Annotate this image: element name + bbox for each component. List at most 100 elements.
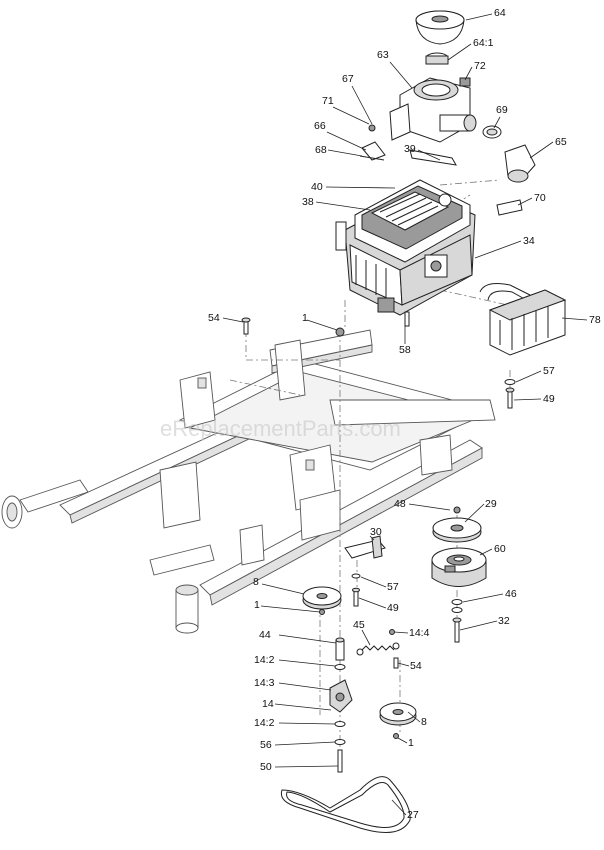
bracket-fasteners — [351, 573, 361, 607]
callout-c14-2b: 14:2 — [254, 717, 275, 729]
callout-c54a: 54 — [208, 312, 220, 324]
leader-line-c45 — [361, 629, 371, 646]
leader-line-c14-3 — [278, 682, 332, 691]
callout-c30: 30 — [370, 526, 382, 538]
leader-line-c39 — [417, 149, 441, 161]
callout-c54b: 54 — [410, 660, 422, 672]
callout-c64: 64 — [494, 7, 506, 19]
callout-c68: 68 — [315, 144, 327, 156]
leader-line-c48 — [408, 503, 451, 511]
watermark: eReplacementParts.com — [160, 416, 401, 441]
callout-c65: 65 — [555, 136, 567, 148]
idler-arm-14 — [329, 637, 353, 773]
frame-bolts — [241, 311, 410, 337]
leader-line-c78 — [561, 317, 588, 321]
leader-line-c14-2a — [278, 659, 336, 667]
leader-line-c63 — [389, 61, 413, 89]
top-hardware — [359, 124, 457, 166]
leader-line-c54a — [222, 317, 244, 323]
leader-line-c14-4 — [393, 631, 409, 634]
leader-line-c64-1 — [447, 43, 472, 61]
leader-line-c66 — [326, 131, 367, 151]
idler-pulley-8b — [379, 702, 417, 739]
muffler — [479, 283, 567, 356]
leader-line-c70 — [517, 197, 533, 206]
callout-c57a: 57 — [543, 365, 555, 377]
callout-c69: 69 — [496, 104, 508, 116]
callout-c66: 66 — [314, 120, 326, 132]
callout-c49b: 49 — [387, 602, 399, 614]
callout-c45: 45 — [353, 619, 365, 631]
air-cleaner — [389, 10, 477, 143]
leader-line-c1c — [397, 737, 408, 744]
leader-line-c8b — [407, 711, 421, 723]
callout-c57b: 57 — [387, 581, 399, 593]
callout-c44: 44 — [259, 629, 271, 641]
leader-line-c56 — [274, 741, 336, 746]
callout-c70: 70 — [534, 192, 546, 204]
electric-clutch-60 — [431, 547, 487, 587]
callout-c46: 46 — [505, 588, 517, 600]
leader-line-c65 — [529, 141, 554, 159]
callout-c14: 14 — [262, 698, 274, 710]
callout-c1b: 1 — [254, 599, 260, 611]
callout-c40: 40 — [311, 181, 323, 193]
callout-c1a: 1 — [302, 312, 308, 324]
clutch-fasteners — [451, 599, 463, 643]
leader-line-c64 — [465, 13, 493, 21]
leader-line-c60 — [479, 548, 493, 556]
leader-line-c1b — [260, 605, 321, 613]
callout-c32: 32 — [498, 615, 510, 627]
leader-line-c46 — [462, 593, 504, 603]
leader-line-c68 — [327, 149, 363, 157]
engine-assembly — [335, 179, 476, 316]
leader-line-c50 — [274, 765, 339, 768]
leader-line-c14-2b — [278, 722, 336, 725]
callout-c1c: 1 — [408, 737, 414, 749]
spring-45 — [356, 629, 400, 669]
leader-line-c29 — [464, 503, 485, 523]
callout-c56: 56 — [260, 739, 272, 751]
callout-c8b: 8 — [421, 716, 427, 728]
callout-c14-2a: 14:2 — [254, 654, 275, 666]
leader-line-c67 — [351, 85, 373, 125]
leader-line-c54b — [397, 662, 410, 667]
leader-line-c38 — [315, 201, 371, 211]
callout-c8a: 8 — [253, 576, 259, 588]
leader-line-c34 — [474, 240, 522, 259]
callout-c14-4: 14:4 — [409, 627, 430, 639]
callout-c63: 63 — [377, 49, 389, 61]
leader-line-c49a — [513, 398, 542, 401]
leader-line-c71 — [332, 106, 370, 125]
callout-c14-3: 14:3 — [254, 677, 275, 689]
callout-c34: 34 — [523, 235, 535, 247]
callout-c29: 29 — [485, 498, 497, 510]
callout-c50: 50 — [260, 761, 272, 773]
callout-c58: 58 — [399, 344, 411, 356]
leader-line-c32 — [459, 620, 498, 631]
leader-line-c8a — [261, 583, 305, 595]
leader-line-c69 — [493, 116, 501, 129]
callout-c71: 71 — [322, 95, 334, 107]
engine-pulley-29 — [432, 506, 482, 543]
callout-c48: 48 — [394, 498, 406, 510]
intake-hoses — [482, 125, 536, 216]
leader-line-c40 — [325, 186, 396, 189]
idler-pulley-8a — [302, 586, 342, 615]
leader-line-c14 — [274, 703, 332, 711]
callout-c78: 78 — [589, 314, 601, 326]
callout-c39: 39 — [404, 143, 416, 155]
callout-c27: 27 — [407, 809, 419, 821]
mower-frame — [1, 329, 496, 634]
callout-c49a: 49 — [543, 393, 555, 405]
leader-line-c57b — [360, 576, 387, 588]
leader-line-c57a — [515, 370, 542, 383]
muffler-fasteners — [504, 379, 516, 409]
leader-line-c30 — [369, 535, 375, 541]
bracket-30 — [344, 535, 386, 559]
callout-c38: 38 — [302, 196, 314, 208]
leader-line-c44 — [278, 634, 337, 644]
